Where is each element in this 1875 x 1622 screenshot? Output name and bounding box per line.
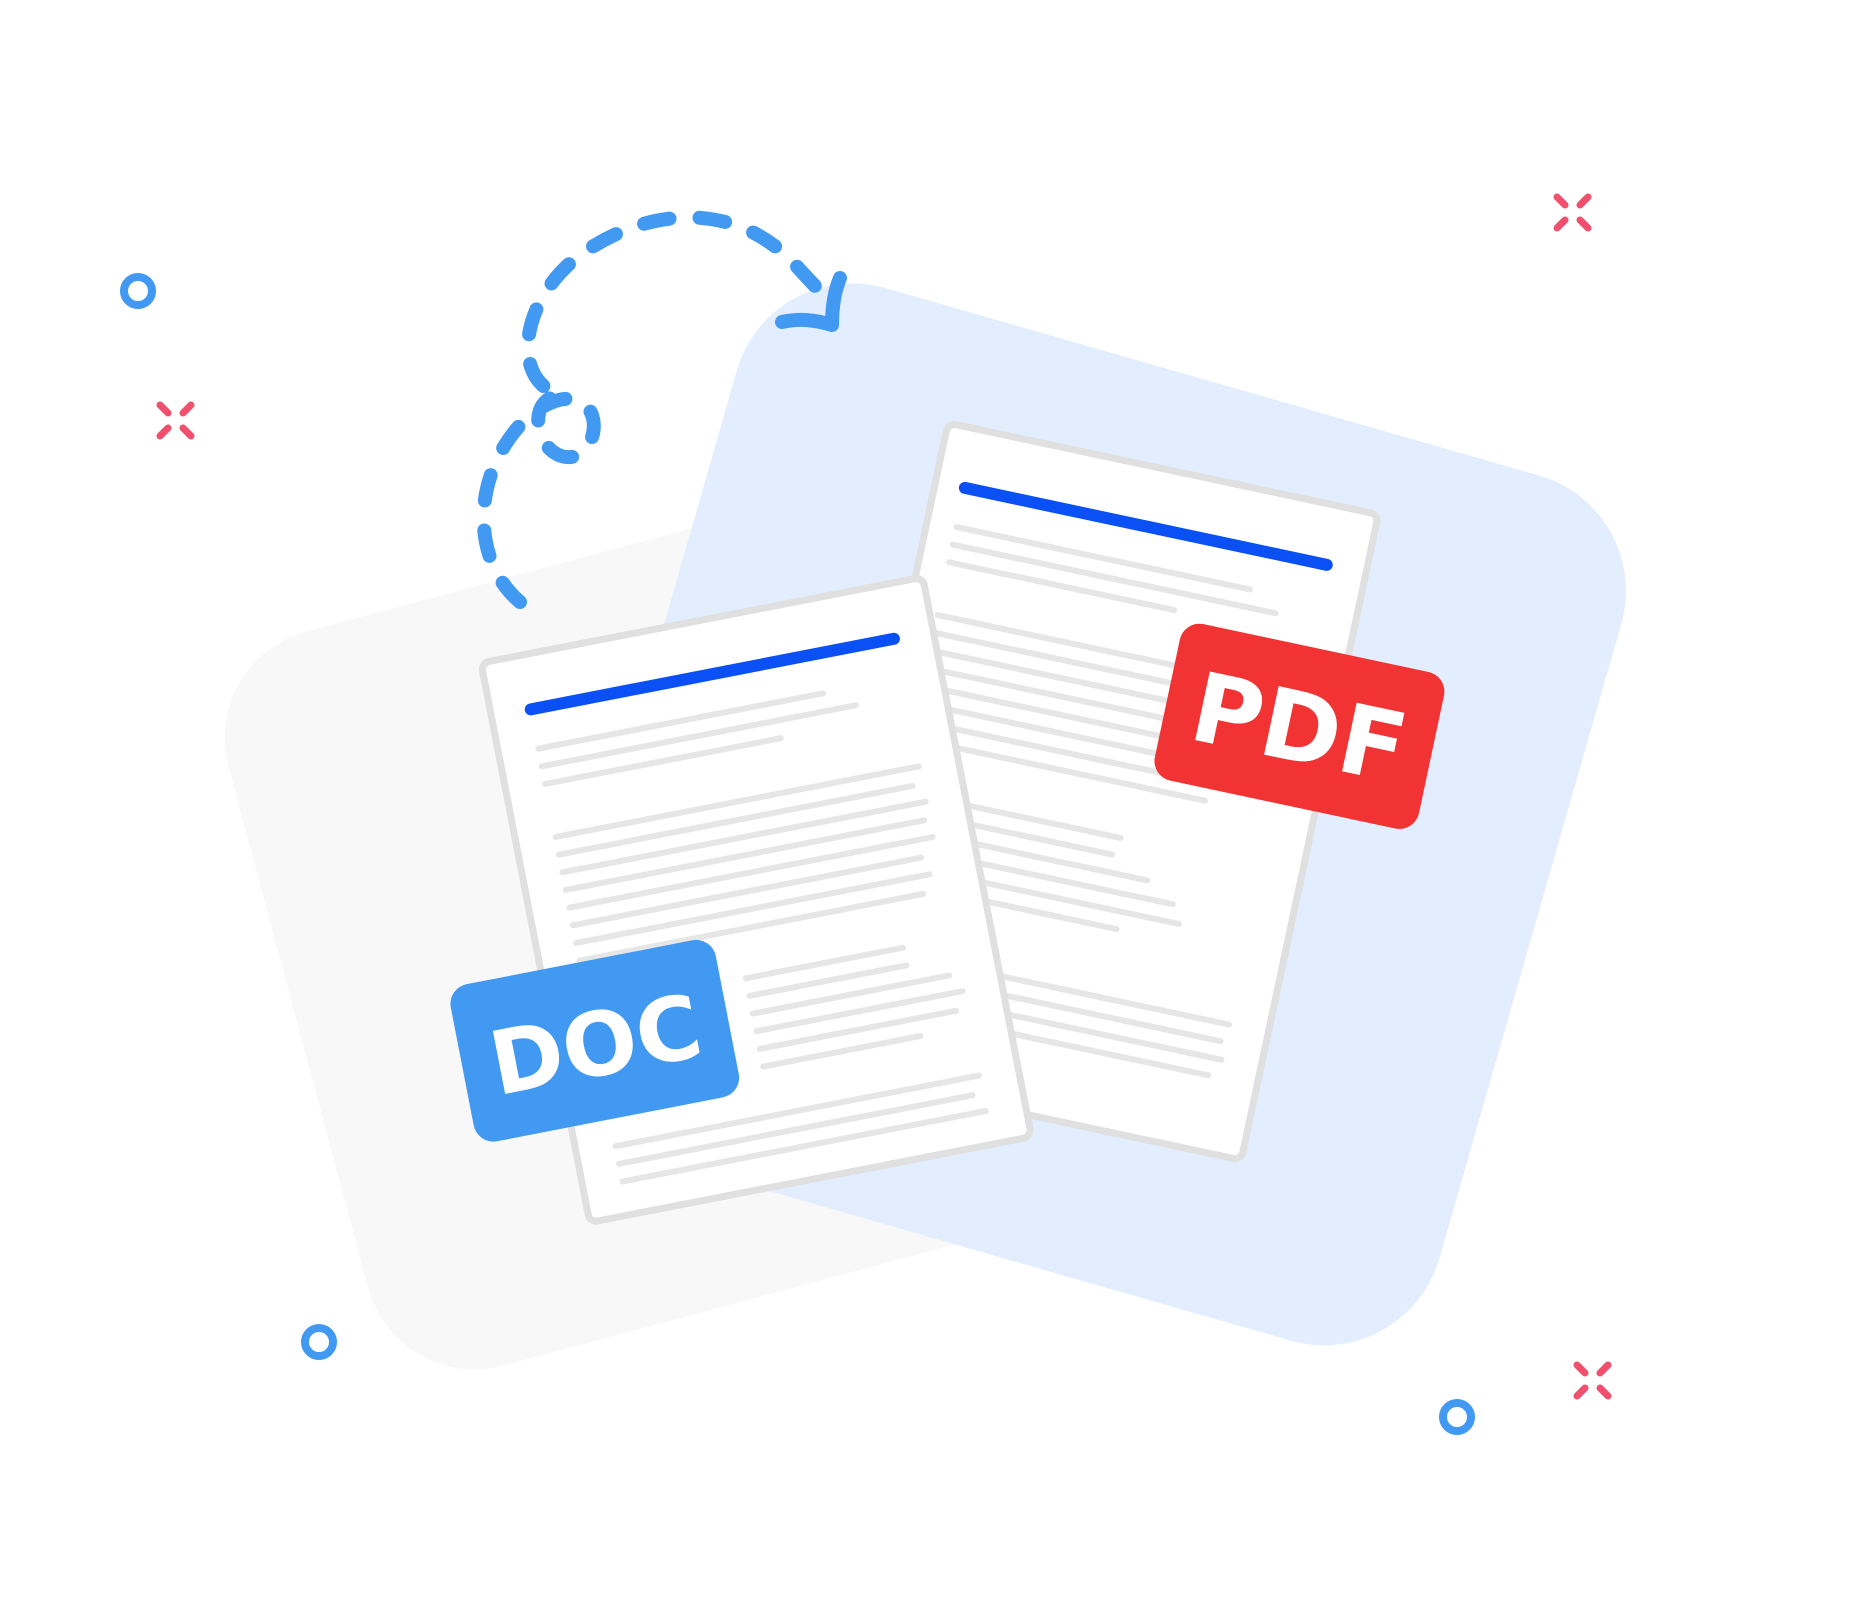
doc-badge: DOC xyxy=(450,939,740,1142)
cross-sparkle-icon xyxy=(156,401,195,440)
ring-sparkle-icon xyxy=(1439,1399,1475,1435)
ring-sparkle-icon xyxy=(120,273,156,309)
dashed-curved-arrow-icon xyxy=(476,210,847,609)
cross-sparkle-icon xyxy=(1553,193,1592,232)
pdf-badge: PDF xyxy=(1154,623,1445,829)
ring-sparkle-icon xyxy=(301,1324,337,1360)
cross-sparkle-icon xyxy=(1573,1361,1612,1400)
